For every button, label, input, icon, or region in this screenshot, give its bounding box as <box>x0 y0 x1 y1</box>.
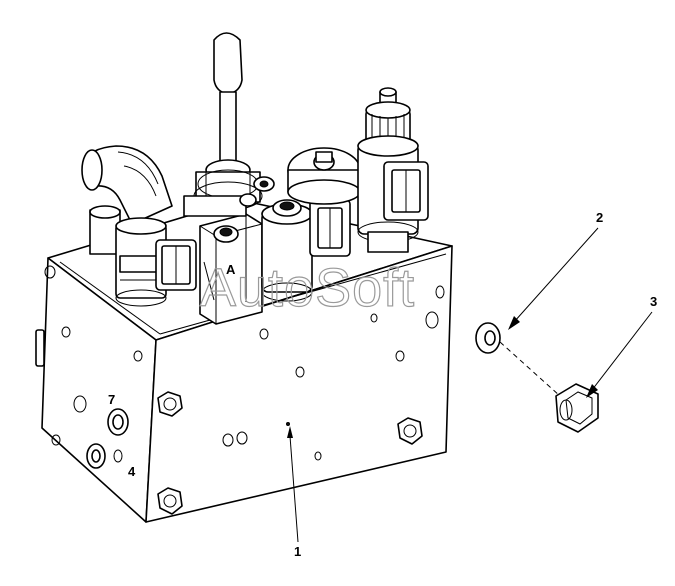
solenoid-coil-left <box>115 217 197 307</box>
callout-3: 3 <box>586 294 657 398</box>
washer <box>475 322 501 354</box>
callout-label-1: 1 <box>294 544 301 559</box>
callout-2: 2 <box>508 210 603 330</box>
round-cap-valve <box>287 147 361 205</box>
elbow-fitting <box>81 145 173 255</box>
center-cartridge-valve: A <box>199 213 263 325</box>
manifold-left-face-ports: 7 4 <box>35 265 143 479</box>
manifold-front-holes <box>222 285 445 461</box>
callout-label-2: 2 <box>596 210 603 225</box>
port-label-a: A <box>226 262 236 277</box>
pressure-adjust-cartridge <box>357 87 429 253</box>
port-label-4: 4 <box>128 464 136 479</box>
assembly-path <box>499 341 561 397</box>
port-label-7: 7 <box>108 392 115 407</box>
front-bolt-top-left <box>157 391 183 417</box>
callout-1: 1 <box>287 426 301 559</box>
callout-label-3: 3 <box>650 294 657 309</box>
front-bolt-bottom-left <box>157 487 183 515</box>
hand-lever <box>183 32 263 217</box>
front-bolt-bottom-right <box>397 417 423 445</box>
watermark: AutoSoft <box>200 258 415 318</box>
small-fittings <box>239 176 275 207</box>
